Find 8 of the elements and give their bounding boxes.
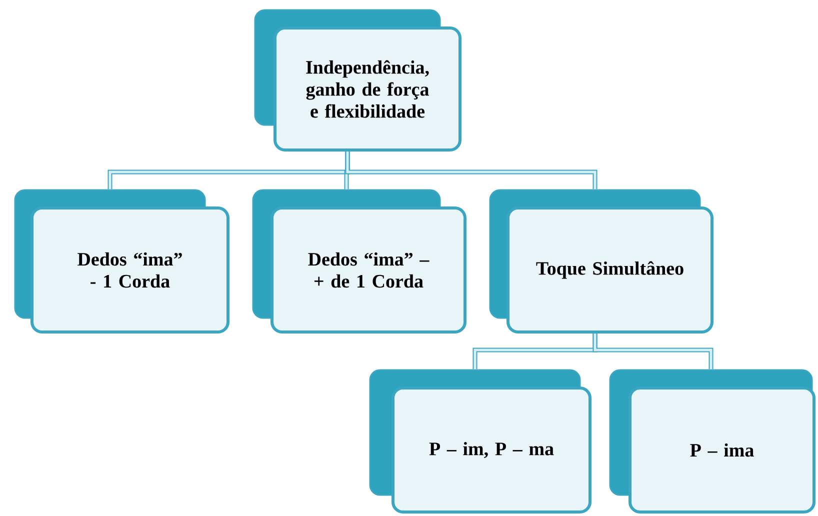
process-box: Toque Simultâneo <box>489 189 714 334</box>
process-box: Independência, ganho de força e flexibilidade <box>254 9 462 152</box>
process-box: P – ima <box>609 369 816 514</box>
connector-line <box>592 334 714 370</box>
process-box: Dedos “ima” – + de 1 Corda <box>252 189 466 334</box>
connector-line <box>345 152 598 190</box>
process-box: P – im, P – ma <box>369 369 592 514</box>
process-box: Dedos “ima” - 1 Corda <box>14 189 230 334</box>
